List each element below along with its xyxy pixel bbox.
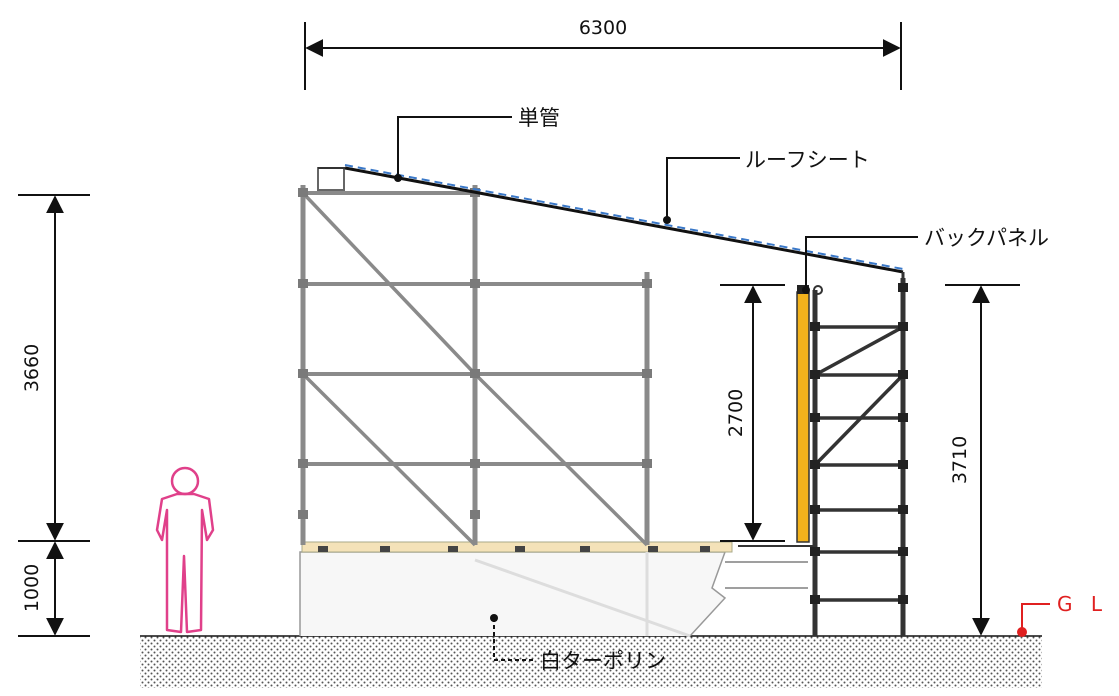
dim-base-height: 1000 [21,564,43,612]
dim-right-height: 3710 [949,436,971,484]
leader-dots [394,174,1027,637]
label-tube: 単管 [518,106,560,130]
right-tower [810,278,908,636]
ground [140,635,1042,688]
dim-total-width: 6300 [579,17,627,39]
ground-hatch [140,636,1042,688]
dim-back-panel-height: 2700 [725,389,747,437]
roof [318,164,905,282]
main-scaffold [298,167,652,547]
label-roof-sheet: ルーフシート [745,148,870,172]
label-back-panel: バックパネル [924,226,1049,250]
base-block [299,541,808,637]
ghost-scaffold [474,552,691,638]
back-panel [738,285,823,547]
leader-lines [397,116,1050,661]
dim-roof-height: 3660 [21,344,43,392]
human-figure [155,466,215,634]
label-ground-level: G L [1057,592,1108,616]
label-ground-sheet: 白ターポリン [540,649,666,673]
dimension-lines [18,22,1020,637]
